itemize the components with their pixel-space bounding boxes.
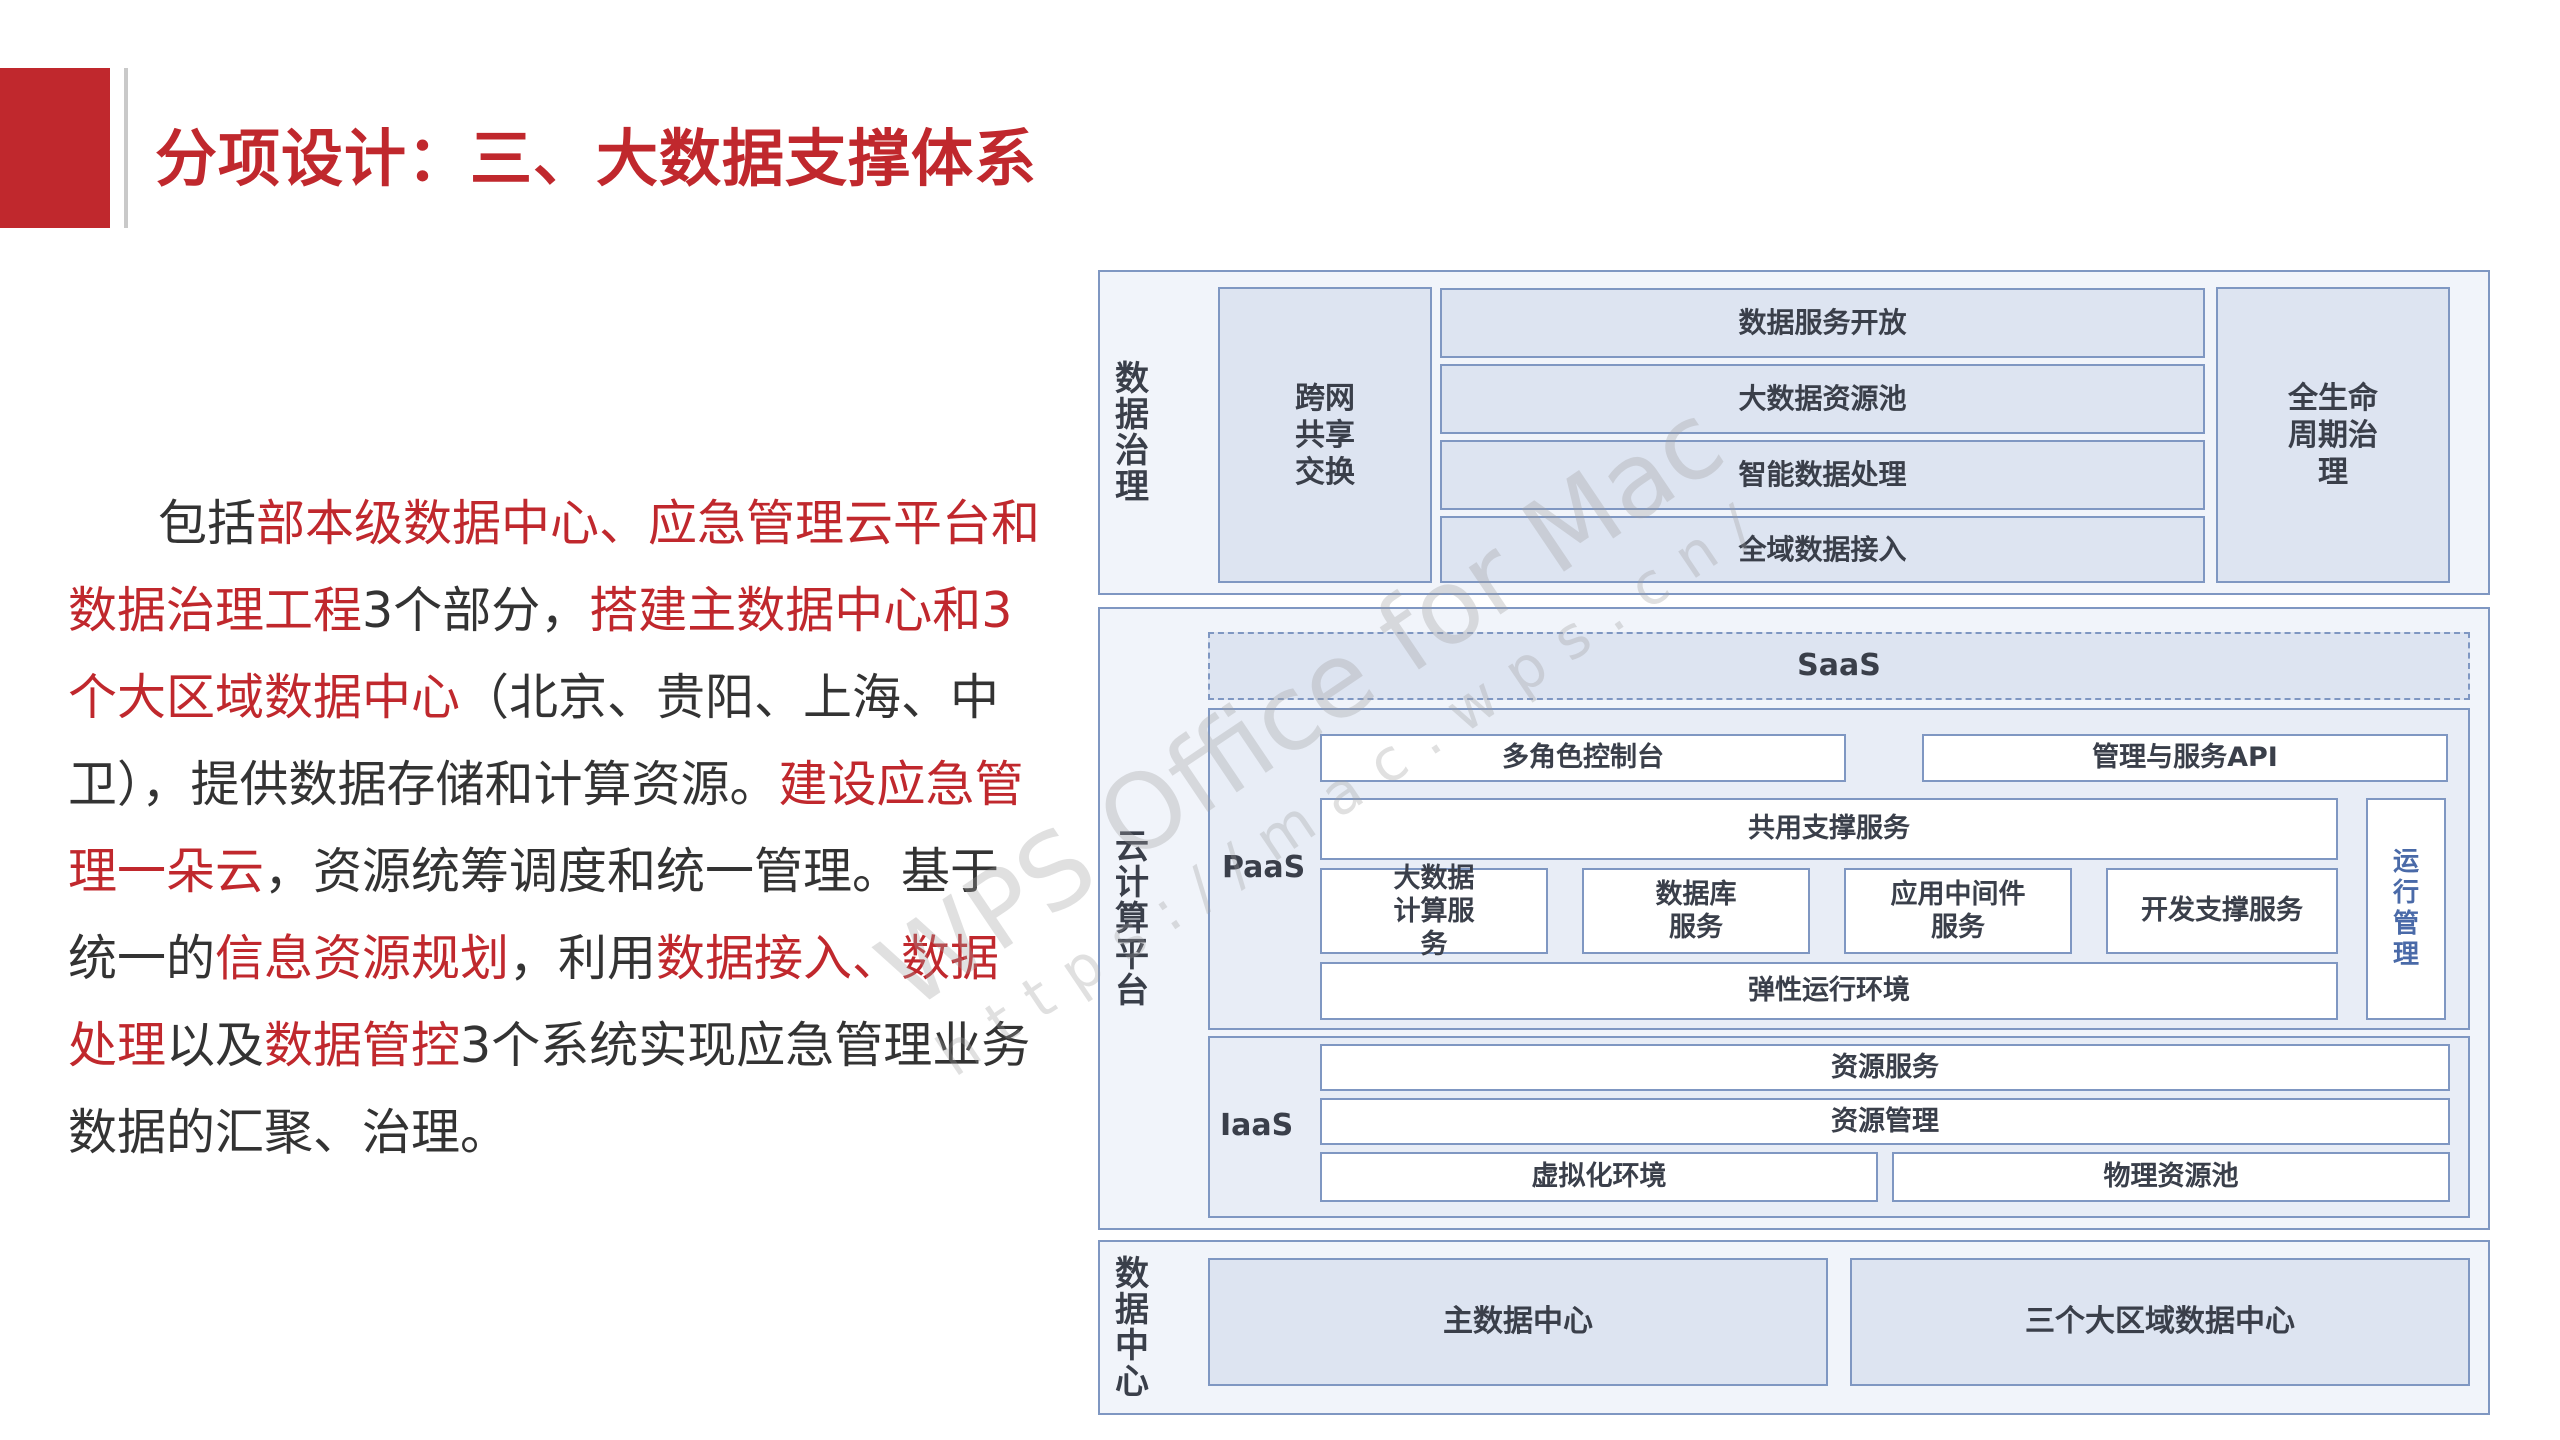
resource-service-box: 资源服务 <box>1320 1044 2450 1091</box>
box-label: 全生命周期治理 <box>2288 380 2378 490</box>
vertical-label-char: 数 <box>1115 358 1149 399</box>
vertical-label-char: 理 <box>2392 940 2419 970</box>
multi-role-console-box: 多角色控制台 <box>1320 734 1846 782</box>
highlighted-text: 数据接入、数据处理 <box>68 930 1000 1074</box>
highlighted-text: 部本级数据中心、应急管理云平台和数据治理工程 <box>68 495 1041 639</box>
app-middleware-service-box: 应用中间件服务 <box>1844 868 2072 954</box>
vertical-label-char: 云 <box>1115 826 1149 867</box>
box-label: 大数据计算服务 <box>1393 862 1475 960</box>
lifecycle-governance-box: 全生命周期治理 <box>2216 287 2450 583</box>
vertical-label-char: 据 <box>1115 1290 1149 1330</box>
cloud-platform-label: 云计算平台 <box>1108 617 1156 1220</box>
highlighted-text: 搭建主数据中心和3个大区域数据中心 <box>68 582 1013 726</box>
main-datacenter-box: 主数据中心 <box>1208 1258 1828 1386</box>
vertical-label-char: 算 <box>1115 898 1149 939</box>
highlighted-text: 信息资源规划 <box>215 930 510 987</box>
vertical-label-char: 据 <box>1115 394 1149 435</box>
vertical-label-char: 治 <box>1115 430 1149 471</box>
data-service-open-box: 数据服务开放 <box>1440 288 2205 358</box>
vertical-label-char: 管 <box>2392 909 2419 939</box>
vertical-label-char: 平 <box>1115 934 1149 975</box>
box-label: 跨网共享交换 <box>1295 380 1355 490</box>
highlighted-text: 建设应急管理一朵云 <box>68 756 1024 900</box>
resource-management-box: 资源管理 <box>1320 1098 2450 1145</box>
regional-datacenters-box: 三个大区域数据中心 <box>1850 1258 2470 1386</box>
vertical-label-char: 运 <box>2392 847 2419 877</box>
vertical-label-char: 计 <box>1115 862 1149 903</box>
database-service-box: 数据库服务 <box>1582 868 1810 954</box>
title-accent-divider <box>124 68 128 228</box>
vertical-label-char: 台 <box>1115 970 1149 1011</box>
title-accent-block <box>0 68 110 228</box>
saas-box: SaaS <box>1208 632 2470 700</box>
shared-support-service-box: 共用支撑服务 <box>1320 798 2338 860</box>
body-text-segment: （北京、贵阳、上海、中卫），提供数据存储和计算资源。 <box>68 669 1000 813</box>
virtualization-env-box: 虚拟化环境 <box>1320 1152 1878 1202</box>
datacenter-layer-label: 数据中心 <box>1108 1248 1156 1408</box>
paas-label: PaaS <box>1222 850 1306 885</box>
body-text-segment: ，资源统筹调度和统一管理。基于统一的 <box>68 843 1000 987</box>
vertical-label-char: 理 <box>1115 466 1149 507</box>
dev-support-service-box: 开发支撑服务 <box>2106 868 2338 954</box>
big-data-resource-pool-box: 大数据资源池 <box>1440 364 2205 434</box>
body-text-segment: 包括 <box>158 495 257 552</box>
vertical-label-char: 行 <box>2392 878 2419 908</box>
cross-network-exchange-box: 跨网共享交换 <box>1218 287 1432 583</box>
box-label: 数据库服务 <box>1655 879 1737 943</box>
ops-management-box: 运行管理 <box>2366 798 2446 1020</box>
vertical-label-char: 心 <box>1115 1362 1149 1402</box>
smart-data-processing-box: 智能数据处理 <box>1440 440 2205 510</box>
management-service-api-box: 管理与服务API <box>1922 734 2448 782</box>
elastic-runtime-box: 弹性运行环境 <box>1320 962 2338 1020</box>
vertical-label-char: 中 <box>1115 1326 1149 1366</box>
iaas-label: IaaS <box>1220 1108 1294 1143</box>
governance-layer-label: 数据治理 <box>1108 280 1156 585</box>
physical-resource-pool-box: 物理资源池 <box>1892 1152 2450 1202</box>
box-label: 应用中间件服务 <box>1890 879 2026 943</box>
body-text-segment: 3个部分， <box>362 582 590 639</box>
body-text-segment: 以及 <box>166 1017 265 1074</box>
body-text-segment: ，利用 <box>509 930 657 987</box>
body-text-segment: 3个系统实现应急管理业务数据的汇聚、治理。 <box>68 1017 1031 1161</box>
big-data-compute-service-box: 大数据计算服务 <box>1320 863 1548 960</box>
vertical-label-char: 数 <box>1115 1254 1149 1294</box>
global-data-access-box: 全域数据接入 <box>1440 516 2205 583</box>
body-paragraph: 包括部本级数据中心、应急管理云平台和数据治理工程3个部分，搭建主数据中心和3个大… <box>68 480 1043 1176</box>
highlighted-text: 数据管控 <box>264 1017 461 1074</box>
slide-title: 分项设计：三、大数据支撑体系 <box>155 122 1038 195</box>
